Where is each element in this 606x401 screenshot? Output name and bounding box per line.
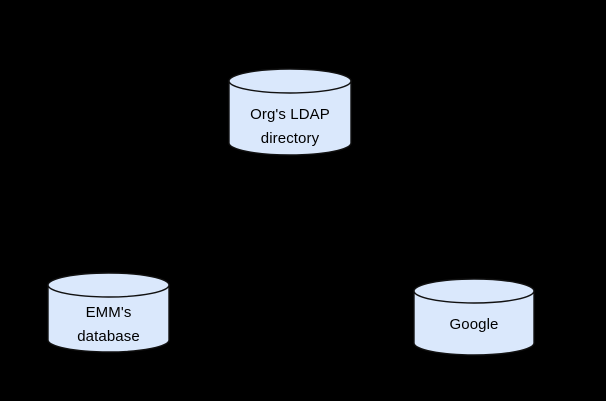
cylinder-google[interactable]: Google — [413, 278, 535, 356]
cylinder-top-ellipse-ldap — [228, 68, 352, 94]
cylinder-body-ldap — [228, 80, 352, 156]
cylinder-top-ellipse-emm — [47, 272, 170, 298]
cylinder-shape-google — [413, 278, 535, 356]
cylinder-top-ellipse-google — [413, 278, 535, 304]
cylinder-body-emm — [47, 284, 170, 353]
cylinder-body-google — [413, 290, 535, 356]
cylinder-shape-ldap — [228, 68, 352, 156]
cylinder-shape-emm — [47, 272, 170, 353]
cylinder-emms-database[interactable]: EMM's database — [47, 272, 170, 353]
cylinder-orgs-ldap-directory[interactable]: Org's LDAP directory — [228, 68, 352, 156]
